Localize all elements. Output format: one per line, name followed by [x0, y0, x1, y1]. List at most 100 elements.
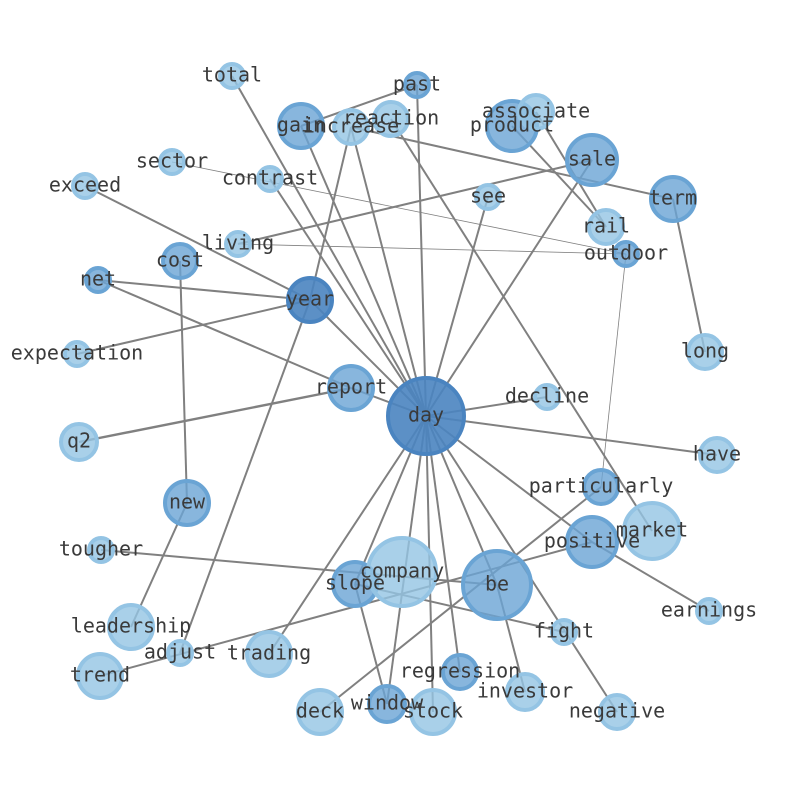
node-label-fight: fight: [534, 619, 594, 643]
node-label-associate: associate: [482, 99, 590, 123]
node-label-trend: trend: [70, 663, 130, 687]
node-particularly: [582, 468, 620, 506]
node-outdoor: [612, 240, 640, 268]
edge-sector-outdoor: [171, 161, 627, 255]
node-label-window: window: [351, 691, 424, 715]
node-adjust: [166, 639, 194, 667]
node-company: [366, 536, 438, 608]
node-see: [474, 183, 502, 211]
node-earnings: [695, 597, 723, 625]
node-label-see: see: [470, 184, 506, 208]
node-market: [622, 501, 682, 561]
node-label-contrast: contrast: [222, 166, 318, 190]
node-term: [649, 175, 697, 223]
edge-reaction-market: [390, 118, 653, 532]
edge-day-trading: [268, 415, 427, 655]
node-label-outdoor: outdoor: [584, 241, 668, 265]
node-label-total: total: [202, 63, 262, 87]
node-q2: [59, 422, 99, 462]
node-trend: [76, 652, 124, 700]
node-year: [286, 276, 334, 324]
edge-cost-new: [179, 260, 188, 504]
edge-day-past: [416, 84, 427, 417]
node-label-investor: investor: [477, 679, 573, 703]
node-label-living: living: [202, 231, 274, 255]
node-tougher: [87, 536, 115, 564]
node-deck: [296, 688, 344, 736]
node-trading: [245, 630, 293, 678]
node-label-slope: slope: [325, 571, 385, 595]
node-new: [163, 479, 211, 527]
edge-day-have: [425, 415, 718, 456]
node-label-increase: increase: [303, 114, 399, 138]
node-label-day: day: [408, 403, 444, 427]
edge-day-gain: [300, 125, 427, 417]
node-sector: [158, 148, 186, 176]
node-label-net: net: [80, 267, 116, 291]
node-have: [698, 436, 736, 474]
node-label-adjust: adjust: [144, 640, 216, 664]
node-investor: [505, 672, 545, 712]
node-label-exceed: exceed: [49, 173, 121, 197]
edge-outdoor-particularly: [600, 253, 627, 488]
node-net: [84, 266, 112, 294]
node-label-deck: deck: [296, 699, 344, 723]
edge-day-contrast: [269, 178, 427, 417]
node-label-year: year: [286, 287, 334, 311]
edge-particularly-deck: [319, 486, 602, 713]
node-decline: [533, 383, 561, 411]
edge-day-regression: [425, 415, 461, 673]
node-leadership: [107, 603, 155, 651]
node-cost: [161, 242, 199, 280]
node-label-report: report: [315, 375, 387, 399]
edge-living-outdoor: [237, 243, 627, 255]
edge-report-q2: [78, 386, 352, 444]
node-label-rail: rail: [582, 214, 630, 238]
node-expectation: [63, 340, 91, 368]
node-past: [403, 71, 431, 99]
node-window: [367, 684, 407, 724]
node-label-sale: sale: [568, 147, 616, 171]
node-label-expectation: expectation: [11, 341, 143, 365]
edge-increase-year: [309, 126, 352, 301]
node-label-earnings: earnings: [661, 598, 757, 622]
node-label-term: term: [649, 186, 697, 210]
node-label-leadership: leadership: [71, 614, 191, 638]
edge-sale-living: [237, 159, 593, 245]
edge-term-long: [672, 198, 706, 353]
node-gain: [277, 102, 325, 150]
node-label-particularly: particularly: [529, 474, 674, 498]
node-label-q2: q2: [67, 429, 91, 453]
node-positive: [565, 515, 619, 569]
node-report: [327, 364, 375, 412]
node-contrast: [256, 165, 284, 193]
edge-day-increase: [350, 126, 427, 417]
node-label-decline: decline: [505, 384, 589, 408]
edge-net-year: [97, 279, 311, 301]
edge-increase-term: [350, 126, 674, 200]
node-regression: [441, 653, 479, 691]
node-be: [461, 549, 533, 621]
node-sale: [565, 133, 619, 187]
node-associate: [517, 93, 555, 131]
node-label-positive: positive: [544, 529, 640, 553]
node-negative: [598, 693, 636, 731]
node-label-regression: regression: [400, 659, 520, 683]
node-label-sector: sector: [136, 149, 208, 173]
node-label-long: long: [681, 339, 729, 363]
node-fight: [550, 618, 578, 646]
node-label-reaction: reaction: [343, 106, 439, 130]
node-label-have: have: [693, 442, 741, 466]
node-label-cost: cost: [156, 248, 204, 272]
node-rail: [587, 208, 625, 246]
node-living: [224, 230, 252, 258]
edge-year-adjust: [179, 299, 311, 654]
node-label-company: company: [360, 559, 444, 583]
node-stock: [409, 688, 457, 736]
node-label-gain: gain: [277, 113, 325, 137]
node-increase: [332, 108, 370, 146]
node-total: [218, 62, 246, 90]
node-reaction: [372, 100, 410, 138]
node-long: [686, 333, 724, 371]
